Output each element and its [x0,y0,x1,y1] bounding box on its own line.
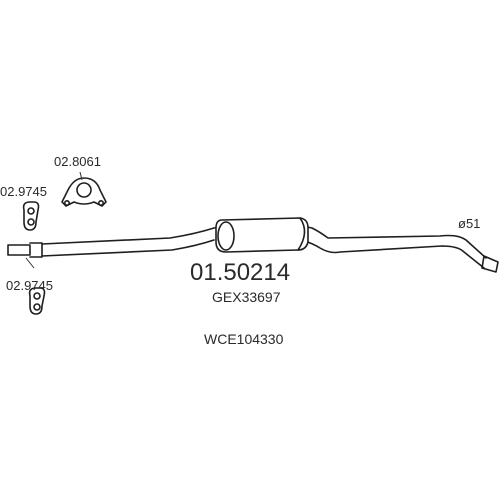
pipe-diameter-label: ø51 [458,216,480,231]
hanger-part-number-upper: 02.9745 [0,184,47,199]
rubber-hanger-icon [22,201,40,231]
rubber-hanger-icon [28,287,46,315]
cross-reference-2: WCE104330 [204,331,284,347]
hanger-leader-line [25,257,35,269]
exhaust-pipe [7,225,499,273]
gasket-leader-line [79,171,83,181]
cross-reference-1: GEX33697 [212,289,281,305]
main-part-number: 01.50214 [190,259,290,286]
gasket-flange-icon [61,177,107,207]
gasket-part-number: 02.8061 [54,154,101,169]
hanger-part-number-lower: 02.9745 [6,278,53,293]
silencer-body [215,217,309,253]
